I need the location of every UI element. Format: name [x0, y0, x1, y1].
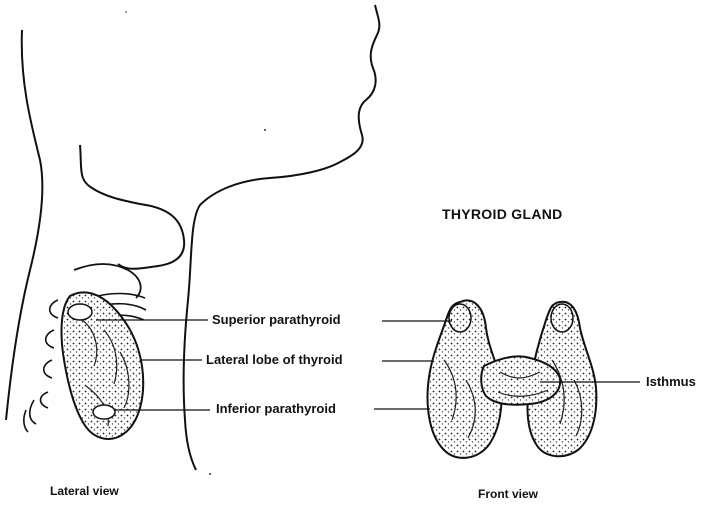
lateral-inferior-parathyroid — [93, 405, 115, 419]
label-isthmus: Isthmus — [646, 375, 696, 388]
back-of-neck-outline — [6, 30, 42, 420]
lateral-superior-parathyroid — [68, 304, 92, 320]
diagram-title: THYROID GLAND — [442, 207, 563, 221]
label-superior-parathyroid: Superior parathyroid — [212, 313, 341, 326]
front-superior-parathyroid-left — [449, 304, 471, 332]
label-inferior-parathyroid: Inferior parathyroid — [216, 402, 336, 415]
label-lateral-lobe: Lateral lobe of thyroid — [206, 353, 343, 366]
front-superior-parathyroid-right — [551, 304, 573, 332]
airway-outline — [80, 145, 184, 269]
vertebrae-outline — [24, 300, 58, 432]
caption-front-view: Front view — [478, 488, 538, 500]
caption-lateral-view: Lateral view — [50, 485, 119, 497]
